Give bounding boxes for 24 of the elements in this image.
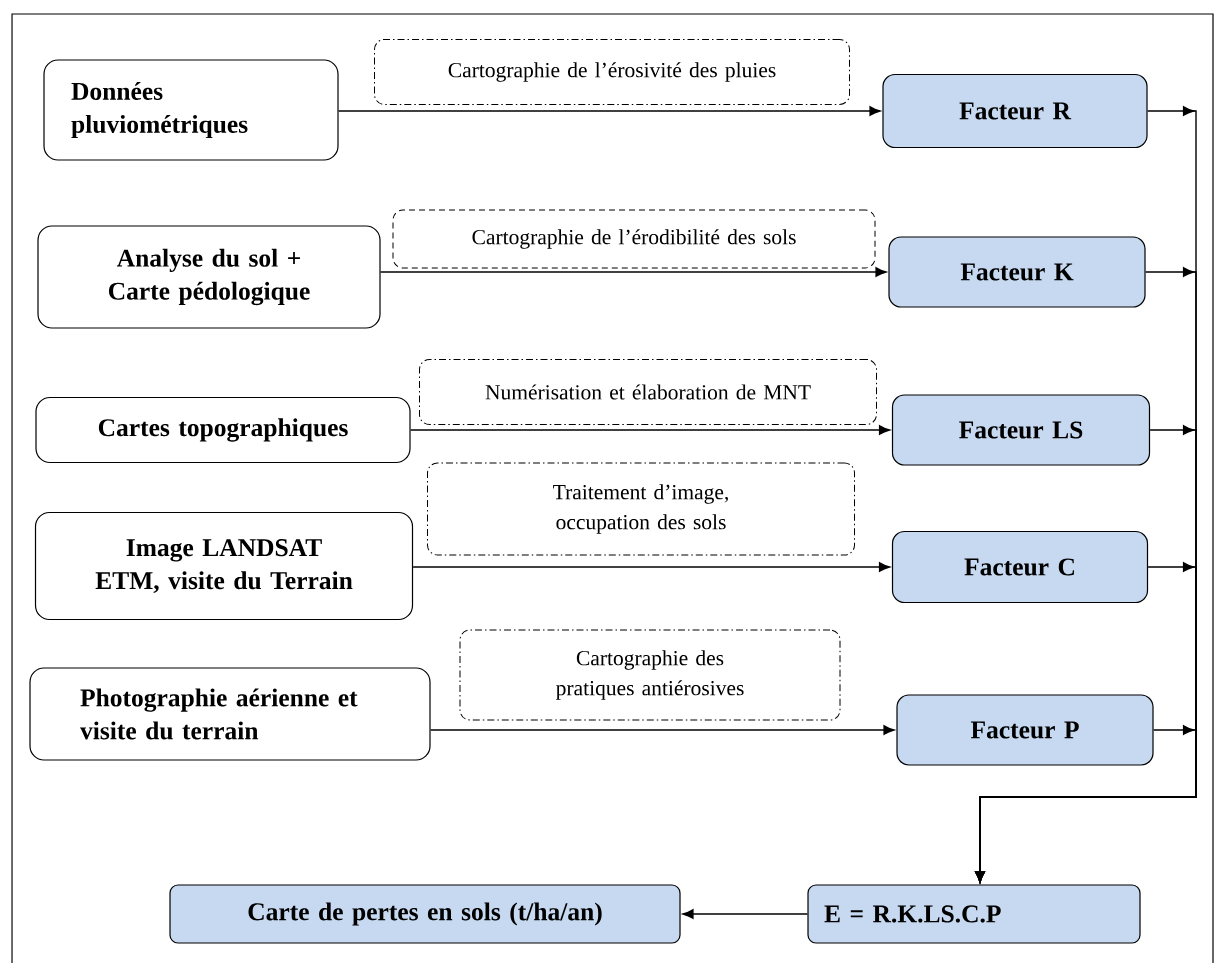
formula-box: E = R.K.LS.C.P bbox=[807, 884, 1141, 944]
arrow bbox=[682, 909, 809, 919]
process-box: Traitement d’image, occupation des sols bbox=[427, 462, 855, 556]
arrow bbox=[409, 425, 891, 435]
arrow bbox=[337, 106, 881, 116]
factor-box: Facteur R bbox=[882, 73, 1148, 149]
factor-box: Facteur LS bbox=[891, 394, 1151, 466]
arrow bbox=[975, 725, 1197, 883]
result-box: Carte de pertes en sols (t/ha/an) bbox=[169, 884, 681, 944]
source-box: Image LANDSAT ETM, visite du Terrain bbox=[34, 511, 414, 621]
source-box: Photographie aérienne et visite du terrain bbox=[29, 667, 431, 761]
process-box: Numérisation et élaboration de MNT bbox=[419, 359, 877, 425]
factor-box: Facteur K bbox=[888, 236, 1146, 308]
process-box: Cartographie de l’érodibilité des sols bbox=[392, 209, 876, 269]
process-box: Cartographie de l’érosivité des pluies bbox=[374, 39, 850, 105]
arrow bbox=[412, 562, 891, 572]
factor-box: Facteur P bbox=[896, 694, 1154, 766]
arrow bbox=[429, 725, 895, 735]
source-box: Données pluviométriques bbox=[43, 59, 339, 161]
source-box: Analyse du sol + Carte pédologique bbox=[37, 225, 381, 329]
arrow bbox=[379, 267, 887, 277]
process-box: Cartographie des pratiques antiérosives bbox=[459, 629, 841, 721]
factor-box: Facteur C bbox=[891, 530, 1149, 604]
source-box: Cartes topographiques bbox=[35, 396, 411, 464]
